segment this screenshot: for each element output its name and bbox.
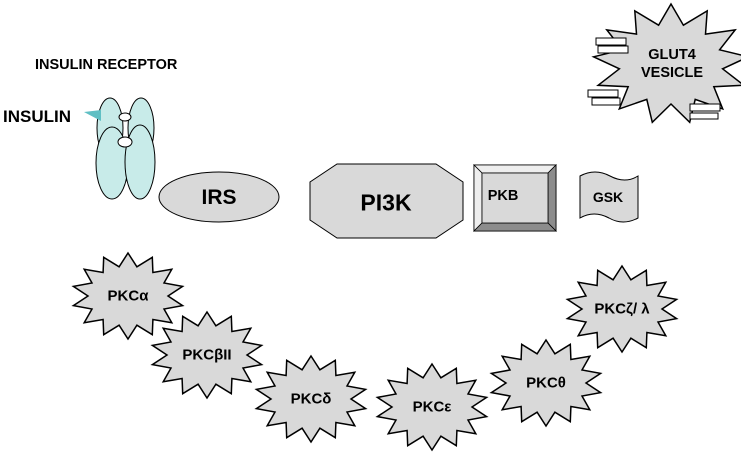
- gsk-label: GSK: [592, 189, 624, 205]
- insulin-receptor-icon: [95, 97, 156, 200]
- pkc-epsilon-shape: [375, 362, 489, 452]
- pkc-zeta-lambda-label: PKCζ/ λ: [594, 300, 650, 318]
- glut4-transporter-icon: [587, 37, 721, 120]
- irs-label: IRS: [201, 186, 237, 209]
- pkc-delta-shape: [254, 354, 368, 444]
- gsk-shape: [579, 171, 639, 223]
- pkb-shape: [473, 164, 557, 232]
- insulin-ligand-icon: [84, 110, 101, 121]
- pkc-beta-ii-label: PKCβII: [182, 346, 232, 364]
- pkc-beta-ii-shape: [150, 310, 264, 400]
- receptor-title: INSULIN RECEPTOR: [35, 57, 178, 73]
- pkc-theta-shape: [489, 338, 603, 428]
- pkc-theta-label: PKCθ: [526, 374, 566, 392]
- pi3k-label: PI3K: [360, 189, 412, 216]
- pkc-epsilon-label: PKCε: [412, 398, 452, 416]
- pkc-delta-label: PKCδ: [290, 390, 332, 408]
- pkb-label: PKB: [487, 188, 519, 204]
- pkc-alpha-shape: [71, 251, 185, 341]
- pkc-zeta-lambda-shape: [565, 264, 679, 354]
- irs-shape: [158, 171, 280, 223]
- insulin-label: INSULIN: [3, 107, 71, 126]
- glut4-label: GLUT4 VESICLE: [641, 46, 703, 82]
- pkc-isoform-group: [71, 251, 679, 452]
- glut4-label-line1: GLUT4: [648, 47, 696, 63]
- glut4-label-line2: VESICLE: [640, 65, 704, 81]
- pi3k-shape: [309, 163, 464, 239]
- glut4-vesicle-shape: [587, 2, 741, 124]
- pkc-alpha-label: PKCα: [107, 287, 149, 305]
